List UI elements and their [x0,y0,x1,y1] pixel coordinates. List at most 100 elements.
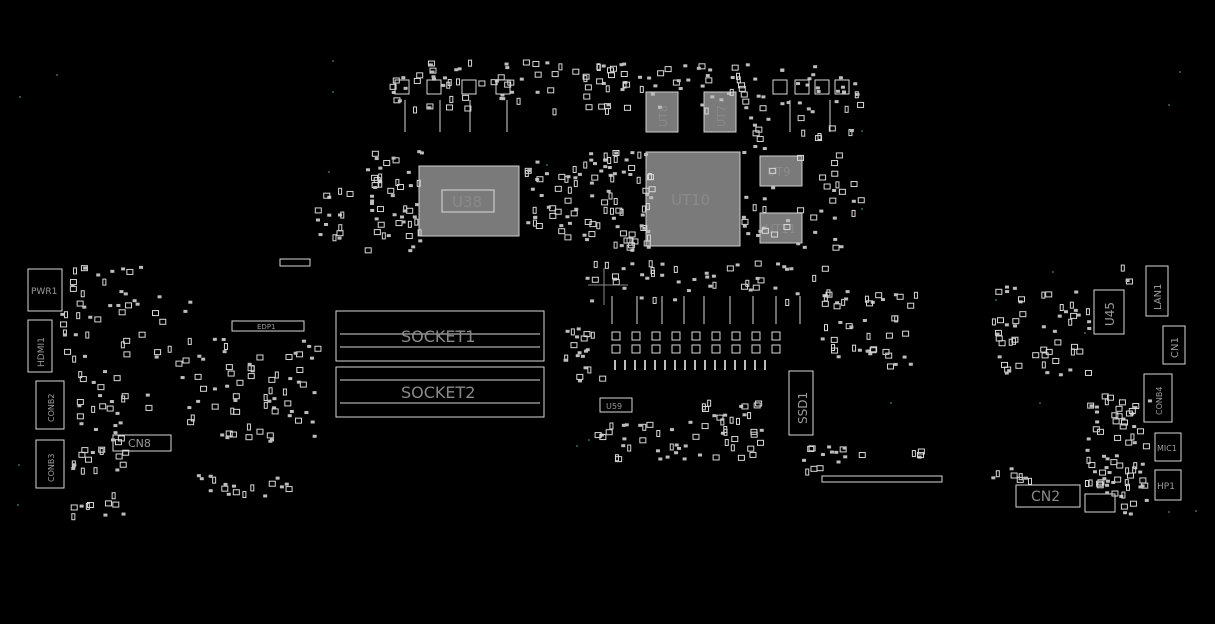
passive-part [225,436,230,440]
passive-part [1094,405,1099,409]
passive-part [834,79,850,95]
passive-part [527,169,532,173]
passive-part [83,266,88,270]
passive-part [719,98,724,102]
passive-part [893,362,898,366]
passive-part [337,236,342,240]
passive-part [810,465,818,472]
crosshair-cursor-icon [588,268,628,305]
passive-part [454,68,459,72]
chip-u38[interactable]: U38 [418,165,520,237]
passive-part [907,302,915,309]
passive-part [754,360,756,370]
passive-part [332,234,337,242]
passive-part [995,332,1000,336]
passive-part [223,482,228,486]
chip-ut7[interactable]: UT7 [703,91,737,133]
passive-part [223,342,228,350]
connector-cn2[interactable]: CN2 [1015,484,1081,508]
passive-part [844,105,849,113]
passive-part [911,450,916,458]
passive-part [1138,485,1143,489]
connector-conb4[interactable]: CONB4 [1143,373,1173,423]
passive-part [838,76,843,80]
passive-part [608,72,616,79]
passive-part [403,86,408,90]
passive-part [535,90,540,94]
passive-part [442,76,447,80]
socket2[interactable]: SOCKET2 [335,366,545,418]
passive-part [106,405,114,412]
passive-part [806,107,811,111]
connector-hp1[interactable]: HP1 [1154,469,1182,501]
label-mic1: MIC1 [1157,444,1177,453]
chip-ut9[interactable]: UT9 [759,155,803,187]
passive-part [823,324,828,332]
passive-part [1140,484,1145,488]
connector-conb2[interactable]: CONB2 [35,380,65,430]
connector-pwr1[interactable]: PWR1 [27,268,63,312]
passive-part [516,97,521,105]
passive-part [583,161,588,169]
socket1[interactable]: SOCKET1 [335,310,545,362]
passive-part [395,220,403,227]
passive-part [365,168,370,172]
chip-u45[interactable]: U45 [1093,289,1125,335]
passive-part [220,433,225,437]
passive-part [902,355,907,359]
passive-part [428,63,433,67]
passive-part [583,366,588,370]
passive-part [377,221,385,228]
chip-ut8[interactable]: UT8 [645,91,679,133]
passive-part [91,380,96,384]
passive-part [1010,472,1018,479]
connector-bottom-strip [821,475,943,483]
passive-part [857,197,865,204]
passive-part [615,207,623,214]
passive-part [829,450,834,454]
passive-part [246,423,251,431]
chip-ut10[interactable]: UT10 [645,151,741,247]
passive-part [838,188,846,195]
passive-part [242,491,247,499]
passive-part [887,363,895,370]
connector-ssd1[interactable]: SSD1 [788,370,814,436]
passive-part [817,133,822,141]
passive-part [122,449,130,456]
connector-hdmi1[interactable]: HDMI1 [27,319,53,373]
passive-part [835,152,843,159]
passive-part [802,245,807,249]
connector-cn1[interactable]: CN1 [1162,325,1186,365]
passive-part [417,229,422,237]
passive-part [126,268,134,275]
passive-part [647,76,652,80]
passive-part [233,408,241,415]
connector-mic1[interactable]: MIC1 [1154,432,1182,462]
chip-u59[interactable]: U59 [599,397,633,413]
passive-part [676,79,681,83]
connector-edp1[interactable]: EDP1 [231,320,305,332]
passive-part [677,446,682,450]
passive-part [621,444,626,448]
passive-part [559,224,564,228]
connector-lan1[interactable]: LAN1 [1145,265,1169,317]
passive-part [869,347,877,354]
passive-part [858,452,866,459]
passive-part [1119,423,1127,430]
connector-cn8[interactable]: CN8 [112,434,172,452]
passive-part [413,106,418,114]
passive-part [823,183,831,190]
passive-part [852,344,857,352]
connector-conb3[interactable]: CONB3 [35,439,65,489]
passive-part [1121,491,1126,499]
passive-part [1088,479,1093,487]
passive-part [180,376,185,380]
passive-part [414,218,419,226]
passive-part [736,72,741,80]
passive-part [318,233,323,237]
passive-part [649,196,654,200]
passive-part [98,446,106,453]
passive-part [627,444,632,452]
passive-part [621,267,626,271]
